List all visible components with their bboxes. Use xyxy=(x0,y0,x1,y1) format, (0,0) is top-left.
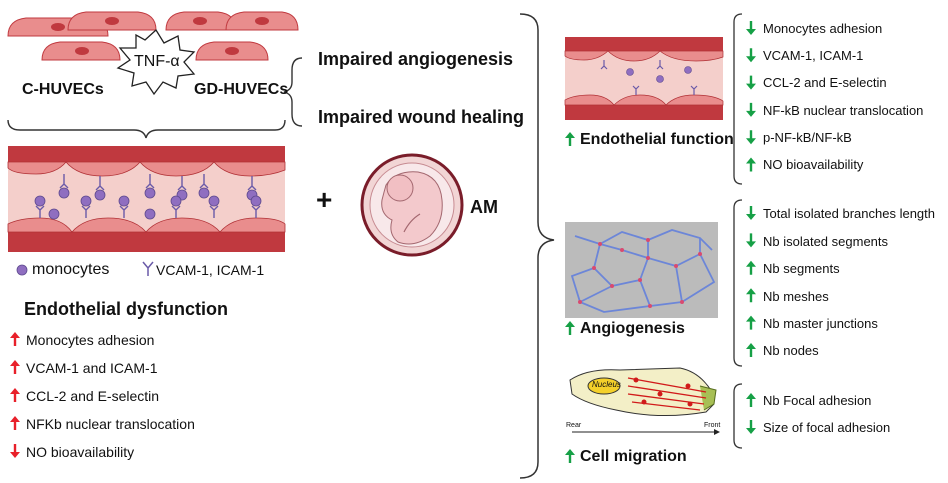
arrow-up-icon xyxy=(746,157,756,172)
impaired-wound-healing-label: Impaired wound healing xyxy=(318,107,525,127)
arrow-down-icon xyxy=(746,130,756,145)
tnf-label: TNF-α xyxy=(134,53,180,70)
vessel-dysfunction xyxy=(7,146,286,252)
arrow-down-icon xyxy=(746,420,756,434)
brace-migration xyxy=(733,383,743,449)
adhesion-molecules-dysfunction xyxy=(35,174,261,218)
angiogenesis-item-label: Nb nodes xyxy=(763,343,819,358)
tnf-starburst xyxy=(116,28,196,96)
rear-label: Rear xyxy=(566,422,582,429)
arrow-up-icon xyxy=(10,332,20,346)
arrow-down-icon xyxy=(746,48,756,63)
arrow-up-icon xyxy=(565,132,575,146)
angiogenesis-image xyxy=(565,222,718,318)
cell-migration-image xyxy=(569,367,720,435)
arrow-up-icon xyxy=(746,288,756,303)
arrow-down-icon xyxy=(746,75,756,90)
endothelial-function-title: Endothelial function xyxy=(580,131,734,148)
monocytes-dysfunction xyxy=(34,187,262,220)
endothelial-dysfunction-title: Endothelial dysfunction xyxy=(24,299,229,319)
adhesion-molecule-legend-icon xyxy=(142,261,154,276)
function-item-label: VCAM-1, ICAM-1 xyxy=(763,48,864,63)
plus-sign: + xyxy=(316,184,333,215)
arrow-down-icon xyxy=(746,21,756,35)
cell-migration-title: Cell migration xyxy=(580,448,687,465)
arrow-up-icon xyxy=(746,315,756,330)
brace-big xyxy=(519,13,555,479)
c-huvecs-label: C-HUVECs xyxy=(22,81,104,98)
am-label: AM xyxy=(470,197,498,217)
arrow-up-icon xyxy=(746,343,756,357)
migration-item-label: Nb Focal adhesion xyxy=(763,393,872,408)
function-item-label: Monocytes adhesion xyxy=(763,21,883,36)
arrow-up-icon xyxy=(565,321,575,335)
brace-function xyxy=(733,13,743,185)
arrow-down-icon xyxy=(746,206,756,220)
arrow-up-icon xyxy=(565,449,575,463)
arrow-up-icon xyxy=(10,416,20,430)
dysfunction-item-label: Monocytes adhesion xyxy=(26,332,155,348)
front-label: Front xyxy=(704,422,721,429)
impaired-angiogenesis-label: Impaired angiogenesis xyxy=(318,49,514,69)
gd-huvecs-label: GD-HUVECs xyxy=(194,81,289,98)
angiogenesis-item-label: Nb master junctions xyxy=(763,316,878,331)
monocytes-legend-label: monocytes xyxy=(32,261,110,278)
vcam-legend-label: VCAM-1, ICAM-1 xyxy=(156,262,265,278)
angiogenesis-item-label: Nb segments xyxy=(763,261,840,276)
dysfunction-item-label: VCAM-1 and ICAM-1 xyxy=(26,360,158,376)
angiogenesis-title: Angiogenesis xyxy=(580,320,685,337)
dysfunction-item-label: NO bioavailability xyxy=(26,444,135,460)
brace-bottom xyxy=(7,119,286,139)
function-item-label: NF-kB nuclear translocation xyxy=(763,103,924,118)
brace-angiogenesis xyxy=(733,199,743,367)
arrow-down-icon xyxy=(10,444,20,458)
function-item-label: CCL-2 and E-selectin xyxy=(763,75,887,90)
migration-item-label: Size of focal adhesion xyxy=(763,420,891,435)
amniotic-membrane-icon xyxy=(360,153,464,257)
arrow-down-icon xyxy=(746,102,756,117)
vessel-function xyxy=(564,37,724,120)
arrow-up-icon xyxy=(10,388,20,402)
arrow-layer xyxy=(10,21,756,463)
endothelial-cells-top xyxy=(7,11,299,61)
monocyte-legend-icon xyxy=(16,264,28,276)
nucleus-label: Nucleus xyxy=(592,380,621,389)
function-item-label: NO bioavailability xyxy=(763,157,864,172)
angiogenesis-item-label: Nb isolated segments xyxy=(763,234,889,249)
brace-right-small xyxy=(283,57,303,127)
angiogenesis-item-label: Nb meshes xyxy=(763,289,829,304)
dysfunction-item-label: CCL-2 and E-selectin xyxy=(26,388,160,404)
arrow-down-icon xyxy=(746,233,756,248)
arrow-up-icon xyxy=(746,393,756,407)
arrow-up-icon xyxy=(10,360,20,374)
dysfunction-item-label: NFKb nuclear translocation xyxy=(26,416,195,432)
angiogenesis-item-label: Total isolated branches length xyxy=(763,206,936,221)
arrow-up-icon xyxy=(746,260,756,275)
function-item-label: p-NF-kB/NF-kB xyxy=(763,130,852,145)
